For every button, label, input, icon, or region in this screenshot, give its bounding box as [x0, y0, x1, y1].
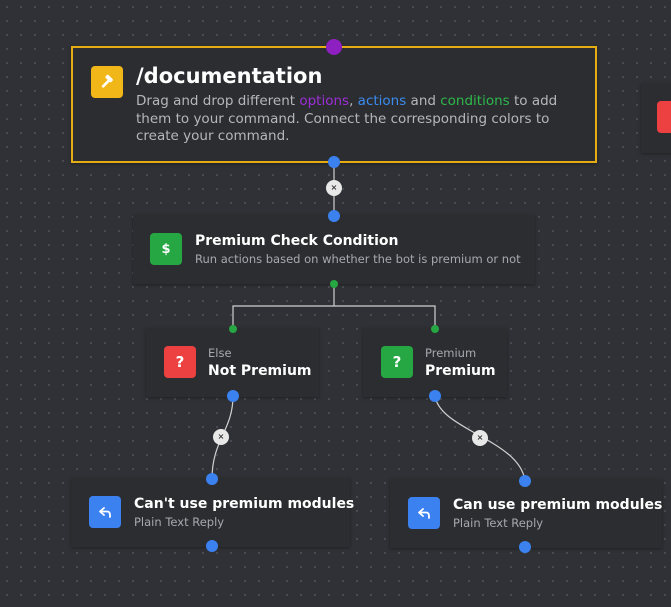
- reply-1-output-port[interactable]: [206, 540, 218, 552]
- premium-output-port[interactable]: [429, 390, 441, 402]
- remove-connection-button[interactable]: ×: [326, 180, 342, 196]
- reply-title: Can use premium modules: [453, 497, 663, 513]
- reply-subtitle: Plain Text Reply: [453, 516, 544, 530]
- reply-2-output-port[interactable]: [519, 541, 531, 553]
- option-port[interactable]: [326, 39, 342, 55]
- wire-condition-branches: [232, 284, 436, 329]
- hammer-icon: [91, 66, 123, 98]
- reply-icon: [408, 497, 440, 529]
- remove-connection-button[interactable]: ×: [472, 430, 488, 446]
- condition-input-port[interactable]: [328, 210, 340, 222]
- premium-branch-node[interactable]: ? Premium Premium: [363, 328, 507, 397]
- branch-label: Premium: [425, 346, 477, 360]
- reply-2-input-port[interactable]: [519, 475, 531, 487]
- question-icon: ?: [164, 346, 196, 378]
- reply-node-can-use[interactable]: Can use premium modules Plain Text Reply: [390, 479, 662, 548]
- branch-title: Not Premium: [208, 363, 312, 379]
- branch-title: Premium: [425, 363, 496, 379]
- condition-output-port[interactable]: [330, 280, 338, 288]
- error-icon: [657, 101, 671, 133]
- offscreen-node[interactable]: [641, 83, 671, 153]
- premium-input-port[interactable]: [431, 325, 439, 333]
- root-command-node[interactable]: /documentation Drag and drop different o…: [71, 46, 597, 163]
- premium-check-condition-node[interactable]: $ Premium Check Condition Run actions ba…: [133, 215, 535, 284]
- actions-keyword: actions: [357, 93, 407, 109]
- command-description: Drag and drop different options, actions…: [136, 93, 558, 144]
- else-branch-node[interactable]: ? Else Not Premium: [146, 328, 319, 397]
- condition-subtitle: Run actions based on whether the bot is …: [195, 252, 521, 266]
- remove-connection-button[interactable]: ×: [213, 429, 229, 445]
- reply-title: Can't use premium modules: [134, 496, 355, 512]
- reply-1-input-port[interactable]: [206, 473, 218, 485]
- options-keyword: options: [299, 93, 350, 109]
- root-output-port[interactable]: [328, 156, 340, 168]
- else-input-port[interactable]: [229, 325, 237, 333]
- dollar-icon: $: [150, 233, 182, 265]
- condition-title: Premium Check Condition: [195, 233, 399, 249]
- branch-label: Else: [208, 346, 232, 360]
- conditions-keyword: conditions: [440, 93, 510, 109]
- command-title: /documentation: [136, 64, 323, 88]
- reply-icon: [89, 496, 121, 528]
- reply-node-cant-use[interactable]: Can't use premium modules Plain Text Rep…: [71, 478, 354, 547]
- else-output-port[interactable]: [227, 390, 239, 402]
- question-icon: ?: [381, 346, 413, 378]
- reply-subtitle: Plain Text Reply: [134, 515, 225, 529]
